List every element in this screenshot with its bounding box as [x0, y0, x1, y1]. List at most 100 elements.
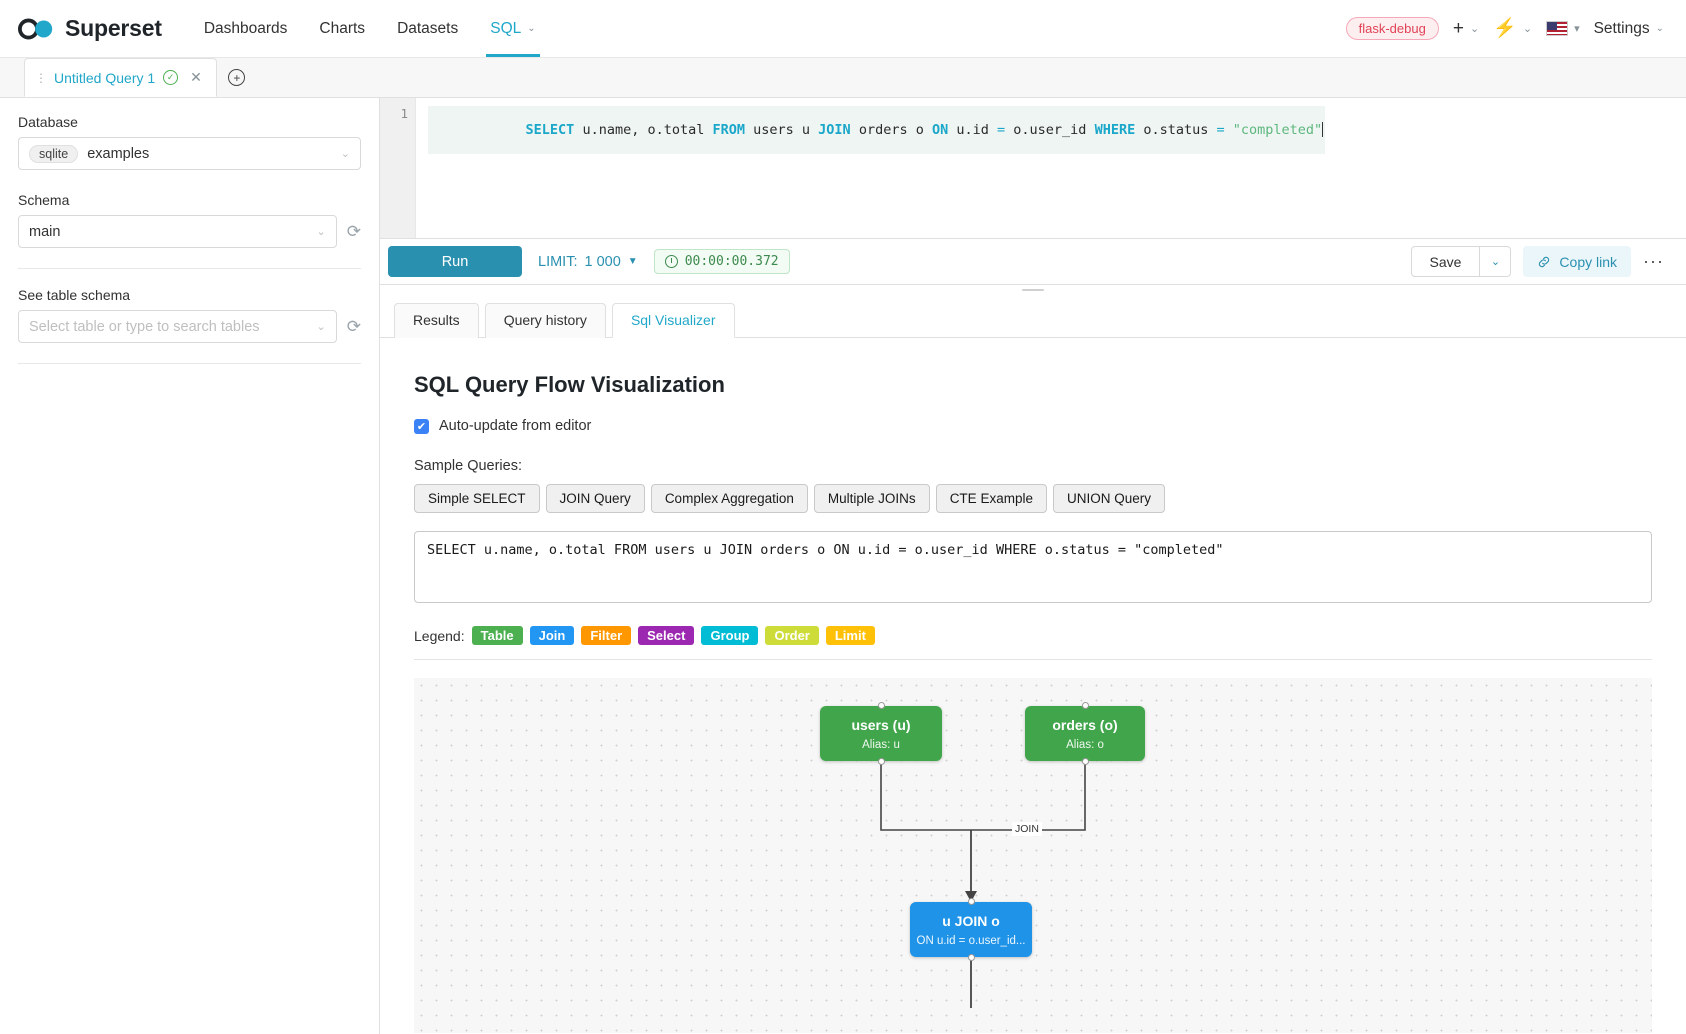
timer-value: 00:00:00.372 — [684, 254, 779, 269]
schema-select[interactable]: main ⌄ — [18, 215, 337, 248]
superset-logo-icon — [18, 18, 53, 39]
limit-dropdown[interactable]: LIMIT: 1 000 ▼ — [538, 254, 638, 270]
query-tab-untitled-query-1[interactable]: ⋮ Untitled Query 1 ✓ ✕ — [24, 58, 217, 97]
tok-on: ON — [931, 122, 949, 138]
table-schema-label: See table schema — [18, 287, 131, 303]
legend-item-join: Join — [529, 626, 575, 645]
us-flag-icon[interactable] — [1546, 21, 1569, 36]
tok-status: o.status — [1135, 122, 1217, 138]
nav-link-datasets[interactable]: Datasets — [397, 0, 458, 57]
limit-value: 1 000 — [584, 253, 621, 270]
editor-code-line: SELECT u.name, o.total FROM users u JOIN… — [428, 106, 1326, 154]
copy-link-button[interactable]: Copy link — [1523, 246, 1632, 277]
tok-orders: orders o — [850, 122, 932, 138]
chevron-down-icon[interactable]: ⌄ — [1522, 23, 1533, 35]
port-bottom — [967, 954, 975, 961]
more-options-icon[interactable]: ··· — [1643, 251, 1664, 271]
nav-link-sql[interactable]: SQL ⌄ — [486, 0, 541, 57]
sample-button-join-query[interactable]: JOIN Query — [545, 484, 645, 513]
tok-completed: "completed" — [1232, 122, 1323, 138]
legend: Legend: Table Join Filter Select Group O… — [414, 626, 1652, 645]
port-top — [1081, 702, 1089, 709]
sample-button-union-query[interactable]: UNION Query — [1052, 484, 1165, 513]
nav-link-dashboards[interactable]: Dashboards — [204, 0, 288, 57]
link-icon — [1539, 256, 1550, 267]
brand-logo-link[interactable]: Superset — [18, 15, 162, 42]
bolt-icon[interactable]: ⚡ — [1493, 18, 1517, 39]
chevron-down-icon: ⌄ — [1655, 23, 1664, 34]
right-panel: 1 SELECT u.name, o.total FROM users u JO… — [380, 98, 1686, 1034]
sample-button-complex-aggregation[interactable]: Complex Aggregation — [650, 484, 808, 513]
sample-button-cte-example[interactable]: CTE Example — [935, 484, 1047, 513]
node-subtitle: Alias: o — [1066, 738, 1104, 751]
run-button[interactable]: Run — [388, 246, 522, 277]
sql-input-textarea[interactable] — [414, 531, 1652, 603]
ace-editor[interactable]: 1 SELECT u.name, o.total FROM users u JO… — [380, 98, 1686, 238]
flow-node-join[interactable]: u JOIN o ON u.id = o.user_id... — [910, 898, 1032, 961]
nav-link-charts[interactable]: Charts — [319, 0, 365, 57]
auto-update-checkbox[interactable]: ✔ — [414, 418, 429, 434]
chevron-down-icon[interactable]: ⌄ — [1469, 23, 1480, 35]
node-title: orders (o) — [1052, 716, 1118, 733]
legend-label: Legend: — [414, 627, 465, 644]
auto-update-label: Auto-update from editor — [439, 418, 592, 434]
tab-results[interactable]: Results — [394, 303, 479, 338]
language-caret-icon[interactable]: ▾ — [1574, 23, 1580, 35]
primary-nav: Dashboards Charts Datasets SQL ⌄ — [204, 0, 541, 57]
schema-row: main ⌄ ⟳ — [18, 215, 361, 248]
add-query-tab-button[interactable]: + — [217, 58, 257, 97]
query-flow-canvas[interactable]: JOIN users (u) Alias: u orders (o) Alias… — [414, 678, 1652, 1033]
clock-icon — [664, 255, 678, 268]
page-title: SQL Query Flow Visualization — [414, 372, 725, 397]
editor-code-area[interactable]: SELECT u.name, o.total FROM users u JOIN… — [416, 98, 1686, 238]
database-label: Database — [18, 114, 78, 130]
plus-glyph: + — [233, 70, 241, 85]
legend-item-group: Group — [701, 626, 759, 645]
port-bottom — [877, 758, 885, 765]
plus-icon[interactable]: + — [1452, 18, 1464, 39]
tab-sql-visualizer[interactable]: Sql Visualizer — [611, 303, 735, 338]
save-button-group: Save ⌄ — [1410, 246, 1512, 277]
drag-grip-icon[interactable]: ⋮ — [35, 70, 47, 85]
query-tab-label: Untitled Query 1 — [54, 69, 156, 86]
legend-item-select: Select — [638, 626, 695, 645]
check-glyph: ✓ — [166, 72, 175, 82]
sample-button-simple-select[interactable]: Simple SELECT — [414, 484, 540, 513]
db-engine-pill: sqlite — [29, 144, 79, 163]
nav-label: Dashboards — [203, 19, 288, 37]
port-bottom — [1081, 758, 1089, 765]
tok-uid: u.id — [948, 122, 998, 138]
legend-item-limit: Limit — [825, 626, 875, 645]
refresh-tables-icon[interactable]: ⟳ — [346, 317, 361, 336]
legend-divider — [414, 659, 1652, 660]
query-timer: 00:00:00.372 — [653, 249, 790, 274]
tab-query-history[interactable]: Query history — [484, 303, 606, 338]
tok-eq2: = — [1216, 122, 1225, 138]
sql-editor-zone: 1 SELECT u.name, o.total FROM users u JO… — [380, 98, 1686, 239]
close-icon[interactable]: ✕ — [190, 69, 202, 85]
legend-item-order: Order — [765, 626, 819, 645]
sidebar-divider — [18, 268, 361, 269]
save-button[interactable]: Save — [1410, 246, 1481, 277]
database-select[interactable]: sqlite examples ⌄ — [18, 137, 361, 170]
node-subtitle: Alias: u — [862, 738, 900, 751]
refresh-schema-icon[interactable]: ⟳ — [346, 222, 361, 241]
flow-node-orders[interactable]: orders (o) Alias: o — [1025, 702, 1145, 765]
panel-resize-handle[interactable] — [380, 285, 1686, 294]
chevron-down-icon: ⌄ — [316, 321, 326, 333]
port-top — [877, 702, 885, 709]
save-dropdown-caret[interactable]: ⌄ — [1480, 246, 1512, 277]
nav-label: Datasets — [397, 19, 459, 37]
settings-menu[interactable]: Settings ⌄ — [1594, 20, 1664, 38]
chevron-down-icon: ⌄ — [316, 226, 326, 238]
sql-visualizer-pane: SQL Query Flow Visualization ✔ Auto-upda… — [380, 338, 1686, 1034]
legend-item-filter: Filter — [581, 626, 632, 645]
table-select[interactable]: Select table or type to search tables ⌄ — [18, 310, 337, 343]
nav-label: SQL — [490, 19, 522, 37]
flask-debug-badge: flask-debug — [1345, 17, 1439, 40]
flow-node-users[interactable]: users (u) Alias: u — [820, 702, 942, 765]
chevron-down-icon: ⌄ — [527, 23, 536, 34]
sample-button-multiple-joins[interactable]: Multiple JOINs — [813, 484, 930, 513]
query-tab-strip: ⋮ Untitled Query 1 ✓ ✕ + — [0, 58, 1686, 98]
tok-cols: u.name, o.total — [574, 122, 713, 138]
